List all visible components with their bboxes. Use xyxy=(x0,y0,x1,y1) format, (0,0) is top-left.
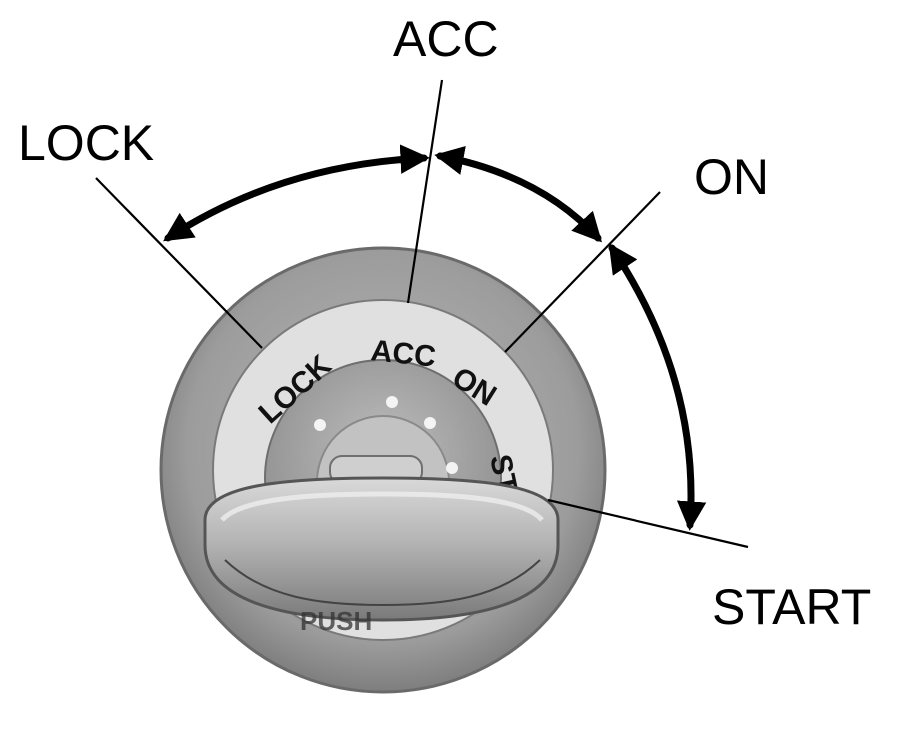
leader-line-on xyxy=(504,191,661,353)
knob-lower-edge xyxy=(224,559,541,607)
leader-lines xyxy=(95,79,749,549)
face-label-acc: ACC xyxy=(369,334,437,374)
position-dots xyxy=(314,396,458,474)
position-dot xyxy=(314,419,326,431)
arrow-acc-on xyxy=(434,145,602,243)
knob-highlight xyxy=(220,491,544,522)
leader-line-start xyxy=(547,498,749,549)
face-label-push-partial: PUSH xyxy=(300,606,372,636)
arrow-lock-acc xyxy=(163,144,430,242)
position-dot xyxy=(446,462,458,474)
leader-line-lock xyxy=(95,177,263,349)
switch-body xyxy=(159,246,607,694)
callout-lock: LOCK xyxy=(18,115,155,171)
rotation-arrows xyxy=(163,144,707,531)
leader-line-acc xyxy=(406,79,444,304)
callout-acc: ACC xyxy=(393,11,499,67)
position-dot xyxy=(424,417,436,429)
knob-shell xyxy=(203,476,560,622)
position-dot xyxy=(386,396,398,408)
callout-start: START xyxy=(712,579,872,635)
callout-on: ON xyxy=(694,149,769,205)
key-knob: PUSH xyxy=(203,476,560,636)
arrow-on-start xyxy=(608,243,707,531)
